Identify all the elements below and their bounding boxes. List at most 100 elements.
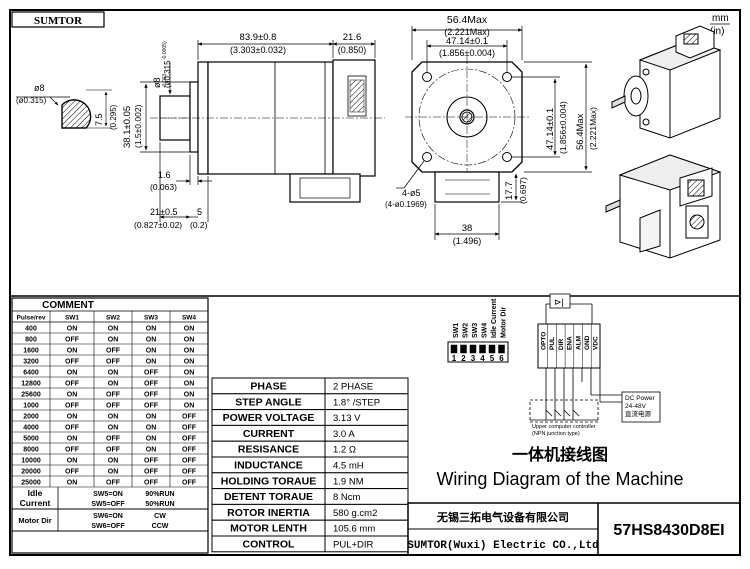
dip-switch-toggle bbox=[450, 344, 458, 354]
comment-cell: ON bbox=[184, 370, 195, 377]
svg-text:-0.013: -0.013 bbox=[162, 74, 168, 88]
connector-pin-label: PUL bbox=[549, 337, 556, 350]
comment-cell: OFF bbox=[106, 480, 121, 487]
comment-cell: ON bbox=[146, 348, 157, 355]
svg-text:(0.850): (0.850) bbox=[338, 45, 367, 55]
spec-value: 8 Ncm bbox=[333, 492, 361, 503]
svg-text:(1.5±0.002): (1.5±0.002) bbox=[133, 104, 143, 148]
title-block bbox=[407, 502, 741, 556]
comment-cell: ON bbox=[146, 447, 157, 454]
comment-cell: ON bbox=[67, 414, 78, 421]
dip-switch-toggle bbox=[498, 344, 505, 354]
motor-end-view bbox=[405, 56, 530, 203]
spec-label: MOTOR LENTH bbox=[230, 523, 307, 535]
comment-cell: OFF bbox=[65, 403, 80, 410]
comment-cell: 400 bbox=[25, 326, 37, 333]
comment-cell: ON bbox=[184, 403, 195, 410]
model-number: 57HS8430D8EI bbox=[613, 522, 724, 539]
comment-cell: ON bbox=[108, 337, 119, 344]
svg-text:47.14±0.1: 47.14±0.1 bbox=[446, 36, 488, 47]
svg-text:(1.856±0.004): (1.856±0.004) bbox=[439, 48, 495, 58]
svg-text:56.4Max: 56.4Max bbox=[447, 14, 488, 26]
svg-text:ø8: ø8 bbox=[34, 83, 45, 93]
setting-value: CCW bbox=[152, 523, 169, 530]
comment-cell: 6400 bbox=[23, 370, 39, 377]
comment-cell: OFF bbox=[106, 403, 121, 410]
spec-value: 2 PHASE bbox=[333, 382, 373, 393]
comment-cell: 4000 bbox=[23, 425, 39, 432]
svg-text:(ø0.315: (ø0.315 bbox=[163, 60, 172, 88]
idle-current-label: Idle bbox=[28, 488, 43, 498]
svg-text:ø8: ø8 bbox=[152, 77, 162, 88]
svg-text:(1.856±0.004): (1.856±0.004) bbox=[558, 101, 568, 154]
svg-text:(4-ø0.1969): (4-ø0.1969) bbox=[385, 200, 427, 209]
dc-power-label: 直流电源 bbox=[625, 409, 652, 418]
comment-cell: OFF bbox=[106, 447, 121, 454]
comment-header: SW4 bbox=[182, 315, 196, 322]
svg-text:(2.221Max): (2.221Max) bbox=[588, 107, 598, 150]
wiring-diagram: ⊳| bbox=[447, 293, 661, 423]
comment-cell: OFF bbox=[144, 458, 159, 465]
dip-switch-toggle bbox=[460, 344, 467, 354]
comment-cell: ON bbox=[146, 436, 157, 443]
comment-cell: OFF bbox=[144, 469, 159, 476]
svg-text:4-ø5: 4-ø5 bbox=[402, 188, 421, 198]
comment-cell: ON bbox=[184, 348, 195, 355]
controller-label: Upper computer controller bbox=[532, 424, 596, 430]
comment-cell: ON bbox=[108, 370, 119, 377]
svg-text:(ø0.315): (ø0.315) bbox=[16, 96, 47, 105]
comment-cell: OFF bbox=[65, 381, 80, 388]
comment-cell: 3200 bbox=[23, 359, 39, 366]
svg-text:(2.221Max): (2.221Max) bbox=[444, 27, 490, 37]
dip-switch-number: 3 bbox=[471, 354, 476, 363]
brand-label: SUMTOR bbox=[34, 15, 83, 27]
unit-mm: mm bbox=[712, 13, 729, 24]
svg-text:(0.063): (0.063) bbox=[150, 182, 177, 192]
spec-value: 3.0 A bbox=[333, 429, 355, 440]
spec-label: POWER VOLTAGE bbox=[223, 412, 315, 424]
controller-label: (NPN junction type) bbox=[532, 431, 580, 437]
setting-switch: SW6=OFF bbox=[91, 523, 125, 530]
idle-current-label: Current bbox=[20, 498, 51, 508]
motor-iso-view-bottom bbox=[605, 154, 722, 259]
page-frame bbox=[9, 9, 741, 556]
spec-value: 4.5 mH bbox=[333, 461, 364, 472]
svg-text:-0.0005): -0.0005) bbox=[162, 41, 168, 60]
motor-dir-label: Motor Dir bbox=[18, 516, 51, 525]
comment-cell: 2000 bbox=[23, 414, 39, 421]
dip-switch-toggle bbox=[479, 344, 486, 354]
spec-value: 105.6 mm bbox=[333, 524, 375, 535]
spec-label: ROTOR INERTIA bbox=[227, 507, 310, 519]
comment-cell: OFF bbox=[65, 337, 80, 344]
led-symbol: ⊳| bbox=[554, 297, 564, 307]
comment-cell: OFF bbox=[182, 425, 197, 432]
comment-cell: 800 bbox=[25, 337, 37, 344]
comment-cell: 20000 bbox=[21, 469, 41, 476]
front-dimension-text: 83.9±0.8 (3.303±0.032) 21.6 (0.850) ø8 -… bbox=[122, 32, 366, 230]
comment-cell: OFF bbox=[182, 458, 197, 465]
connector-pin-label: OPTO bbox=[541, 332, 548, 350]
svg-text:5: 5 bbox=[197, 207, 202, 217]
svg-text:(0.697): (0.697) bbox=[518, 177, 528, 204]
svg-text:47.14±0.1: 47.14±0.1 bbox=[545, 108, 556, 150]
dip-switch-label: SW2 bbox=[463, 323, 470, 338]
svg-text:(0.295): (0.295) bbox=[109, 104, 118, 130]
comment-cell: OFF bbox=[182, 447, 197, 454]
spec-value: 1.9 NM bbox=[333, 476, 364, 487]
comment-cell: OFF bbox=[182, 469, 197, 476]
comment-cell: OFF bbox=[182, 414, 197, 421]
comment-cell: ON bbox=[108, 458, 119, 465]
comment-cell: OFF bbox=[106, 436, 121, 443]
comment-cell: 10000 bbox=[21, 458, 41, 465]
spec-value: 1.2 Ω bbox=[333, 445, 356, 456]
brand-box: SUMTOR bbox=[11, 11, 105, 28]
motor-iso-view-top bbox=[611, 25, 722, 139]
comment-cell: ON bbox=[108, 425, 119, 432]
comment-cell: OFF bbox=[144, 480, 159, 487]
comment-cell: ON bbox=[67, 326, 78, 333]
comment-cell: ON bbox=[67, 458, 78, 465]
comment-cell: 5000 bbox=[23, 436, 39, 443]
comment-cell: ON bbox=[108, 414, 119, 421]
comment-cell: OFF bbox=[65, 469, 80, 476]
